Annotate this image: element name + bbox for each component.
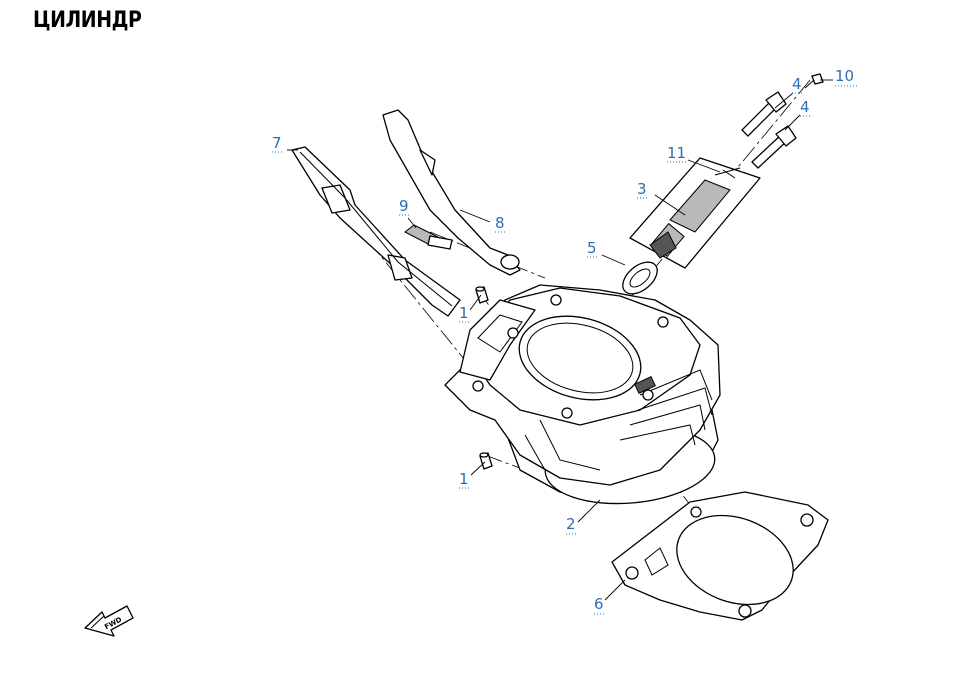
- callout-labels: 1 1 2 3 4 4 5 6 7 8 9 10 11: [272, 67, 857, 615]
- callout-9: 9: [399, 197, 409, 215]
- small-bolt: [804, 73, 824, 89]
- callout-6: 6: [594, 595, 604, 613]
- fwd-arrow-icon: FWD: [84, 605, 134, 637]
- callout-7: 7: [272, 134, 282, 152]
- page-title: ЦИЛИНДР: [33, 8, 142, 33]
- bolt-lower: [751, 125, 797, 169]
- tensioner-plug: [714, 167, 741, 179]
- callout-4-lower: 4: [800, 98, 810, 116]
- chain-guide: [291, 146, 461, 317]
- callout-3: 3: [637, 180, 647, 198]
- tensioner-gasket: [622, 261, 658, 295]
- dowel-pin-upper: [475, 286, 489, 304]
- tensioner-guide: [382, 109, 521, 276]
- callout-8: 8: [495, 214, 505, 232]
- callout-11: 11: [667, 144, 686, 162]
- base-gasket: [611, 491, 829, 621]
- callout-10: 10: [835, 67, 854, 85]
- dowel-pin-lower: [479, 452, 493, 470]
- callout-1-upper: 1: [459, 304, 469, 322]
- bolt-upper: [741, 91, 787, 137]
- callout-2: 2: [566, 515, 576, 533]
- cylinder-block: [444, 284, 721, 505]
- chain-tensioner: [629, 157, 761, 269]
- callout-5: 5: [587, 239, 597, 257]
- pivot-bolt: [404, 224, 453, 250]
- callout-4-upper: 4: [792, 75, 802, 93]
- callout-1-lower: 1: [459, 470, 469, 488]
- leader-lines: [287, 79, 833, 601]
